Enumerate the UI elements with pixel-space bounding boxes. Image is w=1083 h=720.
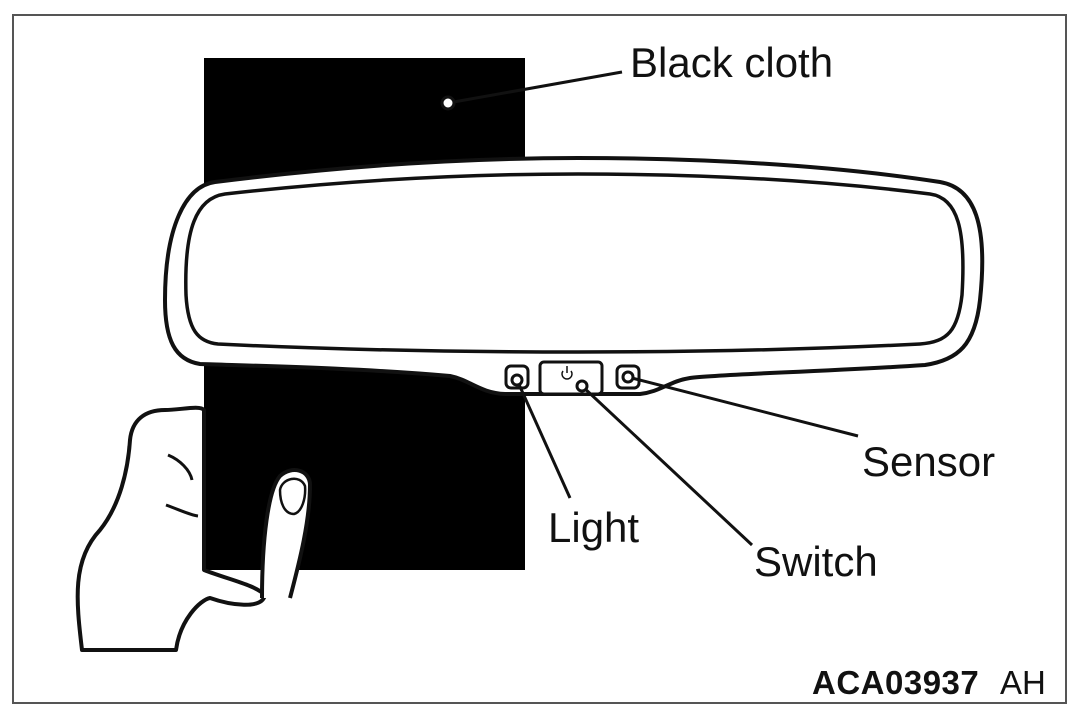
leader-sensor [627,375,859,438]
label-sensor: Sensor [862,438,996,485]
leader-dot-sensor [621,370,635,384]
mirror-glass [184,172,965,354]
label-light: Light [548,504,640,551]
finger-crease-1 [167,453,194,481]
leader-dot-switch [575,379,589,393]
leader-dot-black-cloth [440,95,456,111]
figure-suffix: AH [1000,664,1046,701]
figure-frame [12,14,1067,704]
leader-switch [580,384,754,547]
finger-crease-2 [165,503,199,518]
power-icon [561,366,573,380]
label-black-cloth: Black cloth [630,39,834,86]
leader-dot-light [510,373,524,387]
label-switch: Switch [754,538,878,585]
leader-black-cloth [447,70,623,105]
thumbnail [278,477,307,516]
hand [75,405,267,652]
leader-light [515,379,572,499]
figure-code: ACA03937 [812,664,980,701]
